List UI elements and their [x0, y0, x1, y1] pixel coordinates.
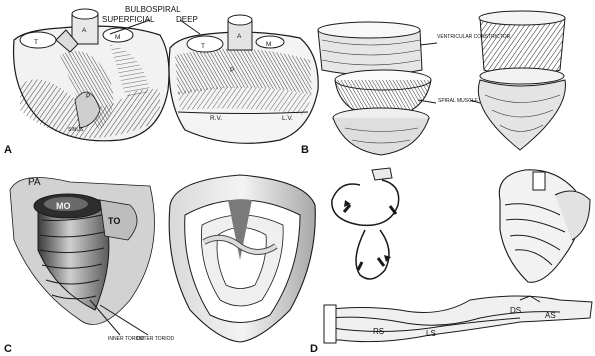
panel-b-lower-cone — [333, 108, 429, 155]
panel-d-helical-heart — [499, 170, 590, 282]
label-deep: DEEP — [176, 15, 198, 24]
label-mo: MO — [56, 201, 71, 211]
label-lv: L.V. — [282, 115, 293, 122]
panel-c: PA MO TO INNER TORIOD OUTER TORIOD C — [4, 175, 315, 355]
label-as: AS — [545, 311, 556, 320]
panel-b-spiral-figure — [478, 11, 565, 150]
label-a-right-p: P — [230, 67, 234, 74]
panel-letter-b: B — [301, 144, 309, 156]
label-a-right-a: A — [237, 33, 242, 40]
label-spiral-muscle: SPIRAL MUSCLE — [438, 98, 478, 104]
label-a-right-m: M — [266, 41, 271, 48]
panel-a: BULBOSPIRAL SUPERFICIAL DEEP T A M P SIN… — [4, 5, 318, 156]
panel-b-constrictor-band — [318, 22, 422, 75]
label-a-sinus: SINUS — [68, 127, 84, 133]
label-a-left-t: T — [34, 39, 38, 46]
label-pa: PA — [28, 177, 41, 188]
panel-a-right-heart — [169, 15, 318, 143]
panel-c-cone — [10, 178, 155, 336]
label-outer-toriod: OUTER TORIOD — [136, 336, 175, 342]
label-ventricular-constrictor: VENTRICULAR CONSTRICTOR — [437, 34, 511, 40]
panel-d-figure-eight — [332, 168, 399, 279]
label-a-left-a: A — [82, 27, 87, 34]
label-rs: RS — [373, 327, 384, 336]
panel-b: VENTRICULAR CONSTRICTOR SPIRAL MUSCLE B — [301, 11, 565, 156]
panel-letter-a: A — [4, 144, 12, 156]
panel-letter-d: D — [310, 343, 318, 355]
label-to: TO — [108, 216, 120, 226]
label-bulbospiral: BULBOSPIRAL — [125, 5, 181, 14]
panel-c-cutaway-heart — [169, 175, 315, 342]
label-a-left-p: P — [86, 93, 90, 100]
label-ls: LS — [426, 329, 436, 338]
label-a-left-m: M — [115, 34, 120, 41]
label-a-right-t: T — [201, 43, 205, 50]
panel-a-left-heart — [14, 9, 169, 141]
label-rv: R.V. — [210, 115, 222, 122]
label-ds: DS — [510, 306, 521, 315]
panel-letter-c: C — [4, 343, 12, 355]
label-superficial: SUPERFICIAL — [102, 15, 155, 24]
label-constrictor-line: VENTRICULAR CONSTRICTOR — [437, 34, 511, 40]
panel-d: RS LS DS AS D — [310, 168, 592, 355]
